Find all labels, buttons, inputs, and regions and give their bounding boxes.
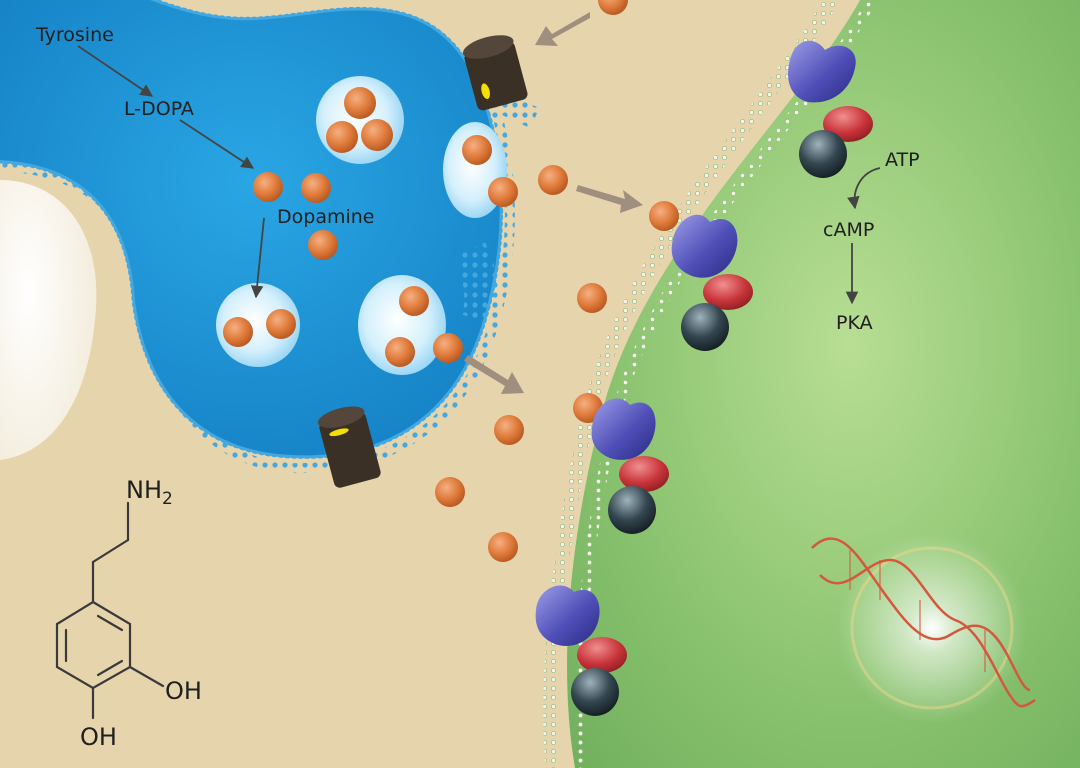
dopamine-molecule: [598, 0, 628, 15]
label-amine: NH2: [126, 476, 173, 509]
arrow-atp-to-camp: [847, 167, 881, 210]
dna-helix: [811, 533, 1036, 723]
reuptake-arrow: [535, 12, 590, 46]
dopamine-molecule: [538, 165, 568, 195]
label-camp: cAMP: [823, 219, 874, 241]
dopamine-molecule: [488, 177, 518, 207]
dopamine-molecule: [462, 135, 492, 165]
receptor-complex-4: [535, 585, 627, 716]
transporter-bottom: [317, 406, 381, 488]
g-protein-beta: [571, 668, 619, 716]
dopamine-molecule: [488, 532, 518, 562]
dopamine-molecule: [344, 87, 376, 119]
membrane-fragment-middle: [454, 242, 499, 326]
arrow-tyrosine-to-ldopa: [77, 45, 154, 97]
label-l-dopa: L-DOPA: [124, 98, 194, 120]
g-protein-alpha: [823, 106, 873, 142]
receptor: [591, 398, 656, 460]
neighbor-cell: [0, 180, 97, 460]
label-atp: ATP: [885, 149, 920, 171]
g-protein-alpha: [577, 637, 627, 673]
g-protein-beta: [681, 303, 729, 351]
g-protein-alpha: [703, 274, 753, 310]
dopamine-molecule: [649, 201, 679, 231]
release-arrow-lower: [464, 355, 524, 394]
receptor-complex-1: [788, 40, 873, 178]
dopamine-molecule: [308, 230, 338, 260]
label-pka: PKA: [836, 312, 873, 334]
label-hydroxyl-lower: OH: [80, 723, 117, 751]
dopamine-molecule: [399, 286, 429, 316]
receptor: [788, 40, 856, 103]
dopamine-molecule: [361, 119, 393, 151]
dopamine-molecule: [266, 309, 296, 339]
dopamine-molecules: [223, 0, 679, 562]
g-protein-beta: [799, 130, 847, 178]
release-arrow-upper: [576, 185, 643, 213]
g-protein-beta: [608, 486, 656, 534]
dopamine-molecule: [223, 317, 253, 347]
receptor-complex-3: [591, 398, 669, 534]
dopamine-molecule: [301, 173, 331, 203]
dopamine-molecule: [253, 172, 283, 202]
label-dopamine: Dopamine: [277, 206, 374, 228]
dopamine-molecule: [433, 333, 463, 363]
arrow-ldopa-to-dopamine: [179, 119, 255, 169]
receptor-complex-2: [671, 214, 753, 351]
label-hydroxyl-upper: OH: [165, 677, 202, 705]
receptor: [535, 585, 600, 646]
dopamine-molecule: [326, 121, 358, 153]
dopamine-molecule: [494, 415, 524, 445]
label-tyrosine: Tyrosine: [35, 24, 114, 46]
dopamine-molecule: [435, 477, 465, 507]
arrow-dopamine-to-vesicle: [250, 217, 265, 299]
receptor: [671, 214, 738, 278]
dopamine-molecule: [577, 283, 607, 313]
transporter-top: [462, 35, 528, 111]
dopamine-structure: [55, 501, 165, 720]
flow-arrows: [464, 12, 643, 394]
dopamine-molecule: [385, 337, 415, 367]
g-protein-alpha: [619, 456, 669, 492]
